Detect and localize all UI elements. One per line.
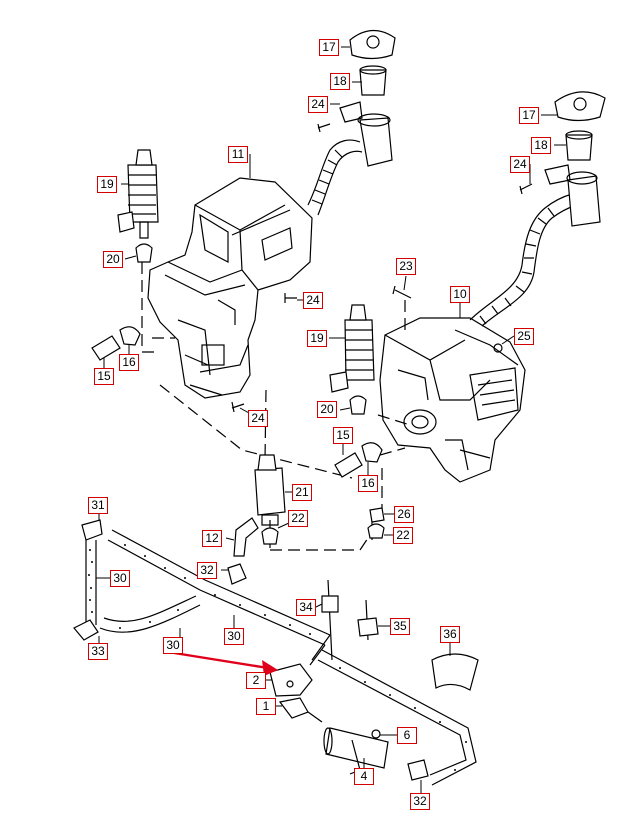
filler-hose-left [307, 139, 363, 216]
part-label-2: 2 [246, 672, 266, 689]
part-label-24: 24 [303, 292, 323, 309]
part-label-12: 12 [202, 530, 222, 547]
part-label-26: 26 [394, 506, 414, 523]
nozzle-2 [269, 663, 313, 697]
part-label-24: 24 [510, 156, 530, 173]
hose-30 [85, 529, 477, 786]
part-label-23: 23 [396, 258, 416, 275]
part-label-32: 32 [197, 562, 217, 579]
part-label-22: 22 [288, 510, 308, 527]
pump-left-19 [117, 149, 159, 263]
part-label-1: 1 [256, 698, 276, 715]
part-label-4: 4 [354, 768, 374, 785]
part-label-35: 35 [390, 618, 410, 635]
part-label-16: 16 [358, 475, 378, 492]
sensor-left-15 [91, 326, 141, 361]
part-label-19: 19 [97, 176, 117, 193]
part-label-30: 30 [163, 637, 183, 654]
pump-right-19 [329, 304, 375, 415]
filler-neck-left [339, 29, 396, 167]
filler-neck-right [544, 91, 606, 227]
filler-hose-right [469, 193, 575, 327]
washer-tank-right [379, 317, 526, 483]
leader-lines-left [141, 262, 353, 479]
sensor-right-15 [334, 442, 383, 478]
part-label-18: 18 [330, 73, 350, 90]
connectors [73, 519, 429, 781]
part-label-10: 10 [450, 286, 470, 303]
part-label-22: 22 [393, 527, 413, 544]
part-label-17: 17 [519, 107, 539, 124]
elbow-12 [233, 517, 259, 557]
part-label-11: 11 [228, 146, 248, 163]
part-label-15: 15 [333, 427, 353, 444]
part-label-6: 6 [397, 727, 417, 744]
highlight-arrow [167, 650, 278, 676]
part-label-24: 24 [308, 96, 328, 113]
bolts [231, 123, 533, 413]
clip-26 [367, 507, 385, 539]
hose-texture [88, 544, 467, 771]
part-label-20: 20 [103, 251, 123, 268]
part-label-25: 25 [514, 328, 534, 345]
part-label-36: 36 [440, 626, 460, 643]
part-label-19: 19 [307, 330, 327, 347]
part-label-31: 31 [88, 497, 108, 514]
part-label-18: 18 [531, 137, 551, 154]
part-label-16: 16 [119, 354, 139, 371]
holder-35 [357, 599, 379, 641]
washer-tank-left [147, 177, 313, 399]
part-label-34: 34 [296, 599, 316, 616]
part-label-30: 30 [110, 570, 130, 587]
part-label-15: 15 [94, 368, 114, 385]
part-label-21: 21 [292, 484, 312, 501]
nozzle-1 [278, 697, 323, 723]
clip-36 [431, 653, 479, 691]
cable-tie-34 [321, 579, 339, 661]
part-label-32: 32 [410, 793, 430, 810]
part-label-17: 17 [319, 39, 339, 56]
pump-middle-21 [254, 454, 286, 545]
part-label-24: 24 [248, 410, 268, 427]
part-label-33: 33 [88, 643, 108, 660]
part-label-30: 30 [224, 628, 244, 645]
part-label-20: 20 [317, 401, 337, 418]
